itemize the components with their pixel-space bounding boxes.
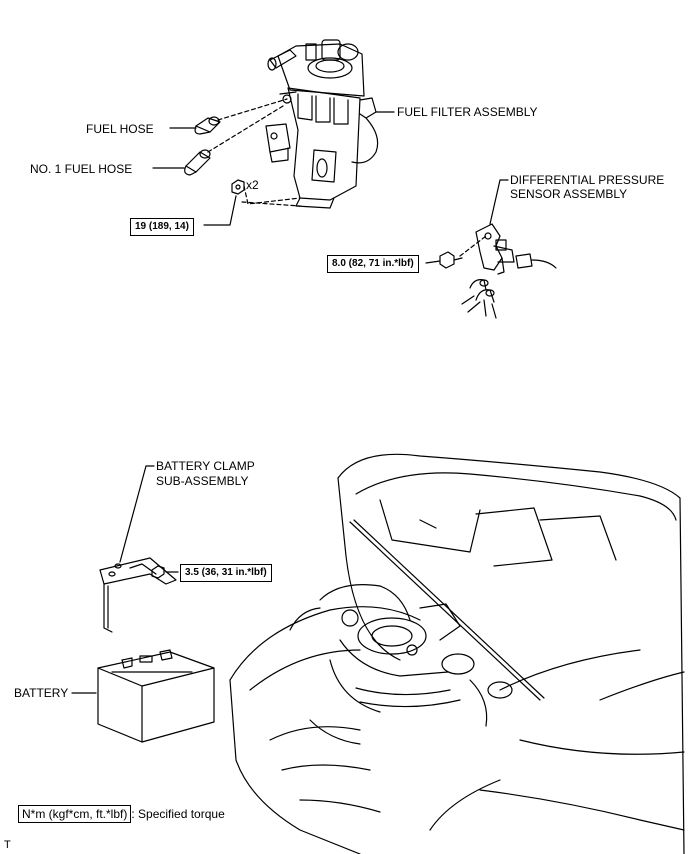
nut-count-label: x2: [246, 178, 259, 192]
clamp-nut-drawing: [151, 565, 165, 579]
clamp-nut-torque: 3.5 (36, 31 in.*lbf): [180, 564, 272, 582]
battery-label: BATTERY: [14, 686, 69, 700]
sensor-bolt-torque: 8.0 (82, 71 in.*lbf): [327, 255, 419, 273]
sensor-dashed-leader: [459, 235, 487, 257]
legend-unit-box: N*m (kgf*cm, ft.*lbf): [18, 805, 132, 823]
torque-legend: N*m (kgf*cm, ft.*lbf): Specified torque: [18, 805, 225, 823]
fuel-hose-label: FUEL HOSE: [86, 122, 154, 136]
battery-drawing: [97, 649, 215, 743]
filter-nut-torque: 19 (189, 14): [130, 218, 194, 236]
differential-pressure-sensor-drawing: [439, 223, 557, 319]
differential-pressure-label-line1: DIFFERENTIAL PRESSURE: [510, 173, 665, 187]
battery-clamp-label-line2: SUB-ASSEMBLY: [156, 474, 249, 488]
no1-fuel-hose-drawing: [184, 149, 211, 176]
no1-fuel-hose-label: NO. 1 FUEL HOSE: [30, 162, 133, 176]
vehicle-engine-bay-drawing: [229, 453, 685, 854]
corner-mark: T: [4, 839, 11, 851]
filter-nut-drawing: [231, 179, 245, 195]
sensor-label-leaders: [425, 179, 509, 264]
fuel-hose-dashed-leaders: [207, 98, 301, 207]
fuel-filter-assembly-label: FUEL FILTER ASSEMBLY: [397, 105, 538, 119]
fuel-label-leaders: [152, 111, 395, 226]
fuel-filter-assembly-drawing: [265, 39, 379, 209]
differential-pressure-label-line2: SENSOR ASSEMBLY: [510, 187, 628, 201]
battery-clamp-label-line1: BATTERY CLAMP: [156, 459, 255, 473]
battery-clamp-leaders: [119, 465, 179, 573]
fuel-hose-drawing: [194, 116, 221, 135]
legend-description: : Specified torque: [131, 807, 225, 821]
battery-clamp-drawing: [99, 557, 177, 633]
